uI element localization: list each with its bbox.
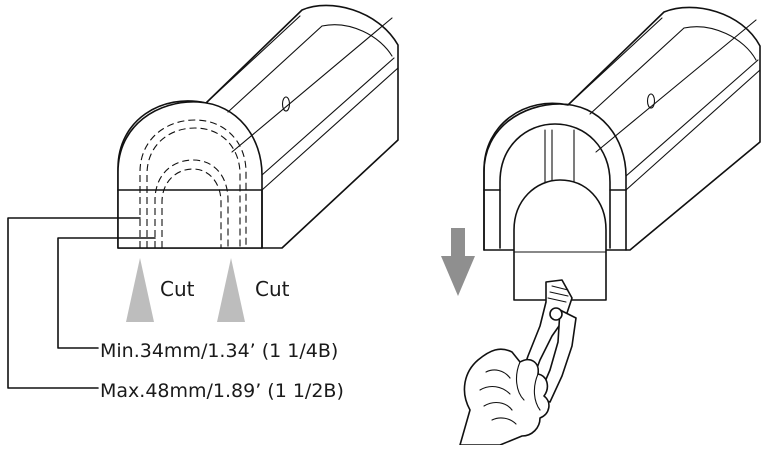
- right-cabinet: [483, 6, 761, 251]
- left-cut-guide-outer: [139, 119, 247, 248]
- max-dimension-label: Max.48mm/1.89’ (1 1/2B): [100, 380, 344, 402]
- left-cabinet-lid-ridge: [205, 15, 393, 113]
- cut-left-triangle-icon: [126, 258, 154, 322]
- down-arrow-icon: [441, 228, 475, 296]
- left-keyhole-icon: [281, 96, 291, 112]
- cut-right-triangle-icon: [217, 258, 245, 322]
- max-dimension-leader: [7, 217, 141, 389]
- left-cabinet-front: [117, 101, 263, 249]
- hand-icon: [459, 348, 550, 446]
- cut-left-label: Cut: [160, 277, 195, 301]
- min-dimension-leader: [57, 237, 156, 349]
- left-cabinet: [117, 4, 399, 249]
- min-dimension-label: Min.34mm/1.34’ (1 1/4B): [100, 340, 338, 362]
- cut-right-label: Cut: [255, 277, 290, 301]
- knockout-piece: [513, 179, 607, 301]
- right-cabinet-outline: [483, 6, 761, 251]
- right-keyhole-icon: [646, 93, 656, 109]
- left-cabinet-outline: [117, 4, 399, 249]
